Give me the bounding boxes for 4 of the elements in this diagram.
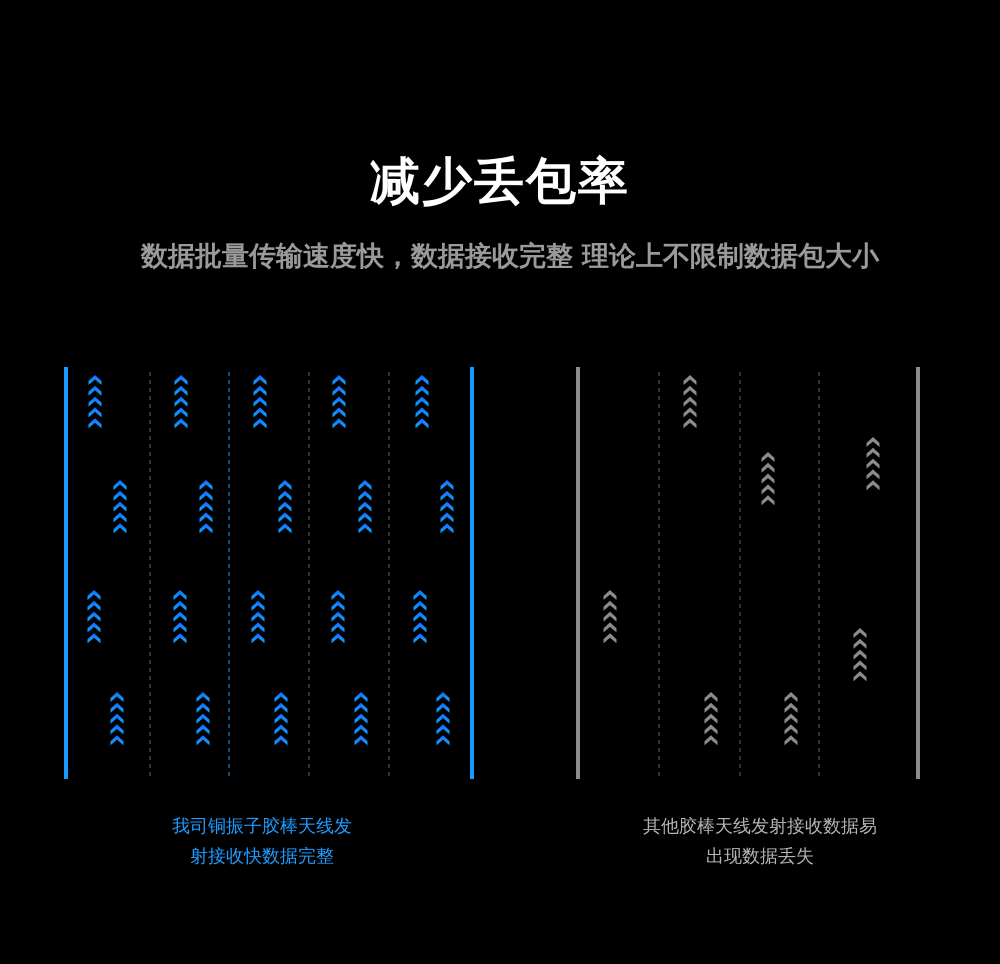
- subtitle: 数据批量传输速度快，数据接收完整 理论上不限制数据包大小: [140, 240, 880, 274]
- title: 减少丢包率: [369, 151, 631, 212]
- caption: 我司铜振子胶棒天线发射接收快数据完整: [172, 815, 352, 869]
- caption: 其他胶棒天线发射接收数据易出现数据丢失: [642, 815, 878, 869]
